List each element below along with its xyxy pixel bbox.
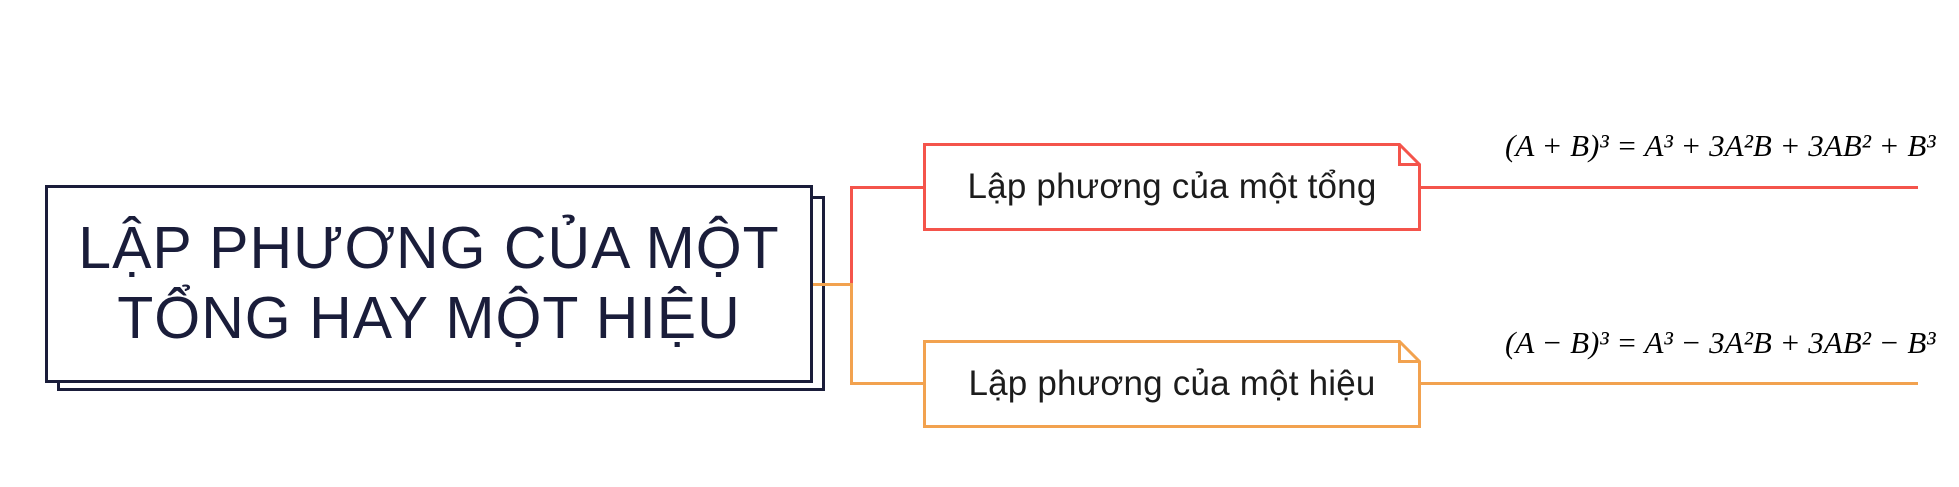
connector-root-stub: [813, 283, 853, 286]
branch-line-difference: [1421, 382, 1918, 385]
formula-sum[interactable]: (A + B)³ = A³ + 3A²B + 3AB² + B³: [1505, 128, 1936, 163]
connector-horizontal-orange: [850, 382, 926, 385]
branch-node-difference[interactable]: Lập phương của một hiệu: [923, 340, 1421, 428]
note-fold-icon: [1398, 144, 1420, 166]
connector-vertical-red: [850, 186, 853, 285]
branch-node-sum[interactable]: Lập phương của một tổng: [923, 143, 1421, 231]
note-fold-icon: [1398, 341, 1420, 363]
note-border-red: [923, 143, 1421, 231]
connector-horizontal-red: [850, 186, 926, 189]
root-title-line2: TỔNG HAY MỘT HIỆU: [117, 285, 741, 351]
branch-label-difference: Lập phương của một hiệu: [968, 364, 1376, 403]
branch-line-sum: [1421, 186, 1918, 189]
connector-vertical-orange: [850, 283, 853, 385]
root-title-line1: LẬP PHƯƠNG CỦA MỘT: [78, 215, 780, 282]
note-border-orange: [923, 340, 1421, 428]
branch-label-sum: Lập phương của một tổng: [967, 167, 1377, 206]
formula-difference[interactable]: (A − B)³ = A³ − 3A²B + 3AB² − B³: [1505, 325, 1936, 360]
root-node[interactable]: LẬP PHƯƠNG CỦA MỘT TỔNG HAY MỘT HIỆU: [45, 185, 813, 383]
